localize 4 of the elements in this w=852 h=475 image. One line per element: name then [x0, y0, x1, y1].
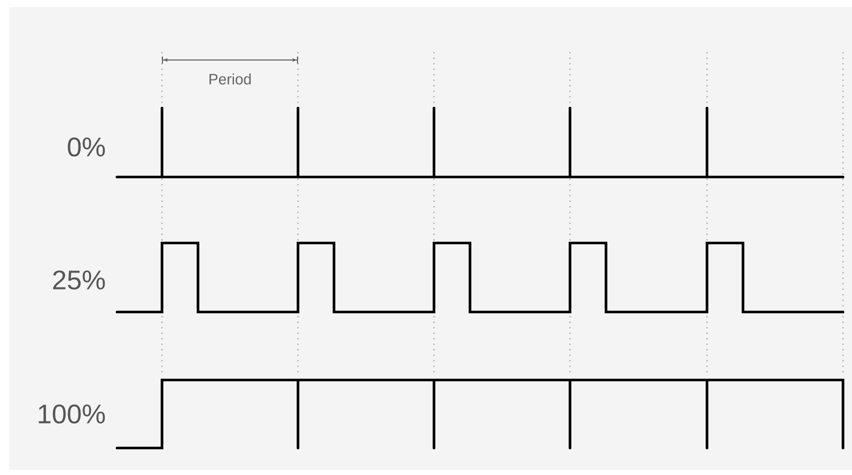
row-label: 0% [68, 137, 105, 157]
dimension-label: Period [210, 74, 251, 84]
row-label: 25% [53, 270, 105, 290]
row-label: 100% [38, 404, 105, 424]
